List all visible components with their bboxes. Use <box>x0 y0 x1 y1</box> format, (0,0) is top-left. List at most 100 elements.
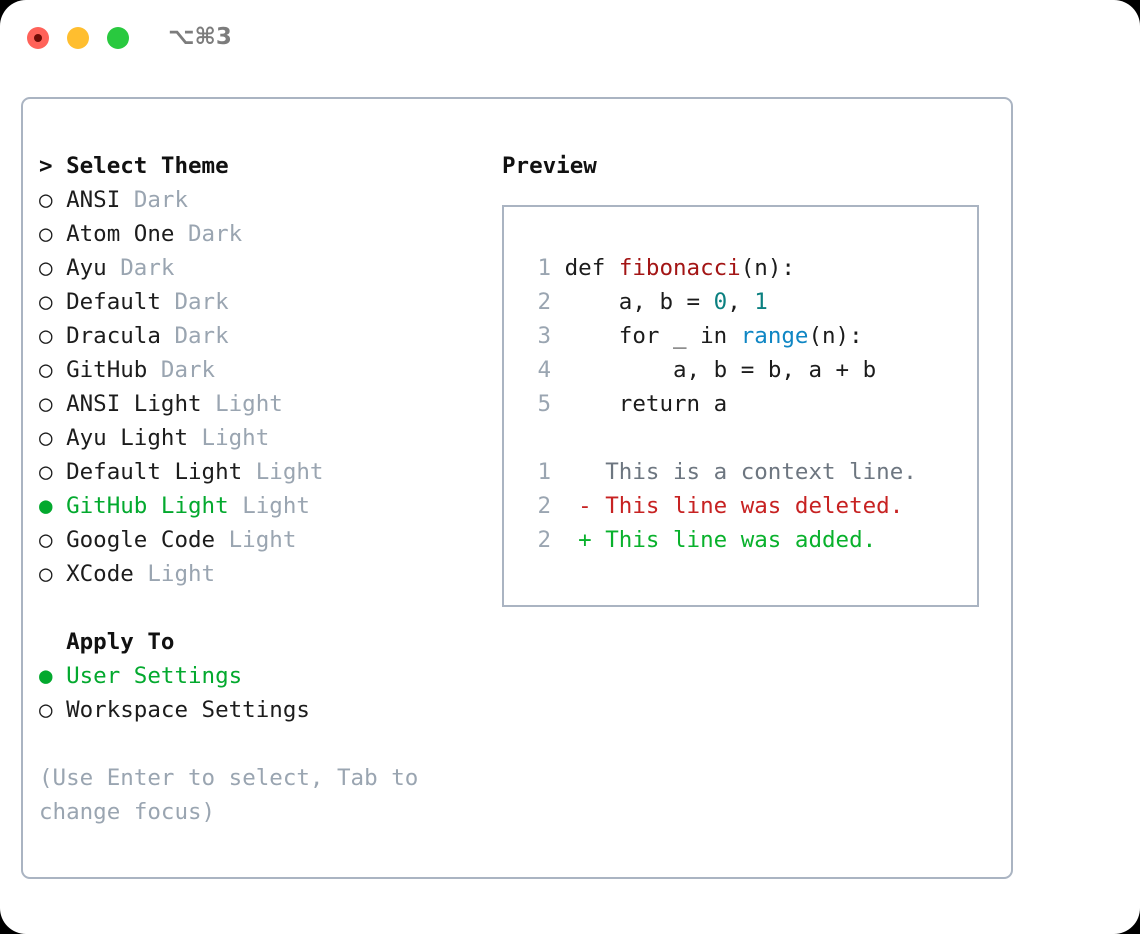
theme-list-item[interactable]: ○XCode Light <box>39 557 479 591</box>
diff-line-text: This is a context line. <box>605 459 917 485</box>
theme-variant-badge: Light <box>255 459 324 485</box>
close-button-icon[interactable] <box>27 27 49 49</box>
line-number: 5 <box>537 391 552 417</box>
theme-variant-badge: Dark <box>120 255 175 281</box>
panel-content: >Select Theme ○ANSI Dark○Atom One Dark○A… <box>23 99 1011 877</box>
label-badge-spacer <box>134 561 148 587</box>
code-line: 1 def fibonacci(n): <box>504 251 977 285</box>
code-token: range <box>740 323 809 349</box>
theme-picker-header: > Select Theme <box>39 149 479 183</box>
radio-unselected-icon: ○ <box>39 221 53 247</box>
theme-list-item-label: ANSI <box>66 187 121 213</box>
apply-to-item-label: User Settings <box>66 663 243 689</box>
diff-sign-icon: + <box>578 527 592 553</box>
apply-to-title: Apply To <box>66 629 175 655</box>
radio-unselected-icon: ○ <box>39 255 53 281</box>
theme-variant-badge: Dark <box>174 323 229 349</box>
code-token: 1 <box>754 289 768 315</box>
keyboard-shortcut-label: ⌥⌘3 <box>168 24 232 50</box>
diff-line-text: This line was added. <box>605 527 877 553</box>
theme-list-item[interactable]: ○ ANSI Dark <box>39 183 479 217</box>
theme-list-item[interactable]: ●GitHub Light Light <box>39 489 479 523</box>
prompt-caret-icon: > <box>39 153 53 179</box>
theme-list-item-label: Default Light <box>66 459 243 485</box>
preview-column: Preview 1 def fibonacci(n):2 a, b = 0, 1… <box>502 149 992 607</box>
label-badge-spacer <box>107 255 121 281</box>
radio-unselected-icon: ○ <box>39 527 53 553</box>
gutter-spacer <box>551 255 565 281</box>
theme-list-item-label: Google Code <box>66 527 216 553</box>
label-badge-spacer <box>174 221 188 247</box>
code-token: a, b = b, a + b <box>564 357 877 383</box>
theme-list-item-label: Atom One <box>66 221 175 247</box>
label-badge-spacer <box>120 187 134 213</box>
diff-sign-icon: - <box>578 493 592 519</box>
apply-to-item[interactable]: ●User Settings <box>39 659 479 693</box>
theme-list-item-label: Ayu <box>66 255 107 281</box>
radio-unselected-icon: ○ <box>39 391 53 417</box>
theme-list-item[interactable]: ○GitHub Dark <box>39 353 479 387</box>
diff-line-text: This line was deleted. <box>605 493 904 519</box>
radio-unselected-icon: ○ <box>39 187 53 213</box>
theme-variant-badge: Dark <box>133 187 188 213</box>
theme-variant-badge: Dark <box>188 221 243 247</box>
code-line: 4 a, b = b, a + b <box>504 353 977 387</box>
diff-sign-icon <box>578 455 605 489</box>
label-badge-spacer <box>202 391 216 417</box>
diff-gutter-spacer <box>551 527 578 553</box>
theme-list-item[interactable]: ○ Ayu Dark <box>39 251 479 285</box>
apply-to-indent <box>39 625 66 659</box>
code-line: 2 a, b = 0, 1 <box>504 285 977 319</box>
code-token: fibonacci <box>618 255 741 281</box>
code-token: (n): <box>740 255 795 281</box>
diff-gutter-spacer <box>551 493 578 519</box>
label-badge-spacer <box>215 527 229 553</box>
theme-list-item[interactable]: ○ Google Code Light <box>39 523 479 557</box>
theme-list-item-label: GitHub Light <box>66 493 229 519</box>
gutter-spacer <box>551 357 565 383</box>
code-token: , <box>727 289 755 315</box>
line-number: 1 <box>537 255 552 281</box>
minimize-button-icon[interactable] <box>67 27 89 49</box>
code-line: 3 for _ in range(n): <box>504 319 977 353</box>
theme-list-item[interactable]: ○Dracula Dark <box>39 319 479 353</box>
code-diff-spacer <box>504 421 977 455</box>
maximize-button-icon[interactable] <box>107 27 129 49</box>
theme-list-item[interactable]: ○ Atom One Dark <box>39 217 479 251</box>
code-token: 0 <box>713 289 728 315</box>
code-token: return a <box>564 391 728 417</box>
apply-to-item[interactable]: ○ Workspace Settings <box>39 693 479 727</box>
diff-line: 1 This is a context line. <box>504 455 977 489</box>
label-badge-spacer <box>242 459 256 485</box>
theme-list-item[interactable]: ○ANSI Light Light <box>39 387 479 421</box>
diff-sample: 1 This is a context line.2 -This line wa… <box>504 455 977 557</box>
code-line: 5 return a <box>504 387 977 421</box>
label-badge-spacer <box>161 289 175 315</box>
label-badge-spacer <box>188 425 202 451</box>
theme-list-item[interactable]: ○Default Dark <box>39 285 479 319</box>
theme-variant-badge: Dark <box>160 357 216 383</box>
radio-unselected-icon: ○ <box>39 289 53 315</box>
gutter-spacer <box>551 289 565 315</box>
theme-list-item[interactable]: ○Default Light Light <box>39 455 479 489</box>
theme-list-item-label: GitHub <box>66 357 148 383</box>
apply-to-list: ●User Settings ○ Workspace Settings <box>39 659 479 727</box>
page-title: Select Theme <box>66 153 229 179</box>
radio-unselected-icon: ○ <box>39 697 53 723</box>
theme-variant-badge: Light <box>228 527 297 553</box>
label-badge-spacer <box>161 323 175 349</box>
code-token: a, b = <box>564 289 714 315</box>
apply-to-item-label: Workspace Settings <box>66 697 310 723</box>
keyboard-hint-text: (Use Enter to select, Tab to change focu… <box>39 765 432 825</box>
gutter-spacer <box>551 323 565 349</box>
diff-line: 2 -This line was deleted. <box>504 489 977 523</box>
code-token: (n): <box>808 323 863 349</box>
section-spacer <box>39 591 479 625</box>
theme-list-item[interactable]: ○Ayu Light Light <box>39 421 479 455</box>
diff-line: 2 +This line was added. <box>504 523 977 557</box>
theme-list-item-label: ANSI Light <box>66 391 202 417</box>
label-badge-spacer <box>147 357 161 383</box>
theme-list-item-label: XCode <box>66 561 134 587</box>
